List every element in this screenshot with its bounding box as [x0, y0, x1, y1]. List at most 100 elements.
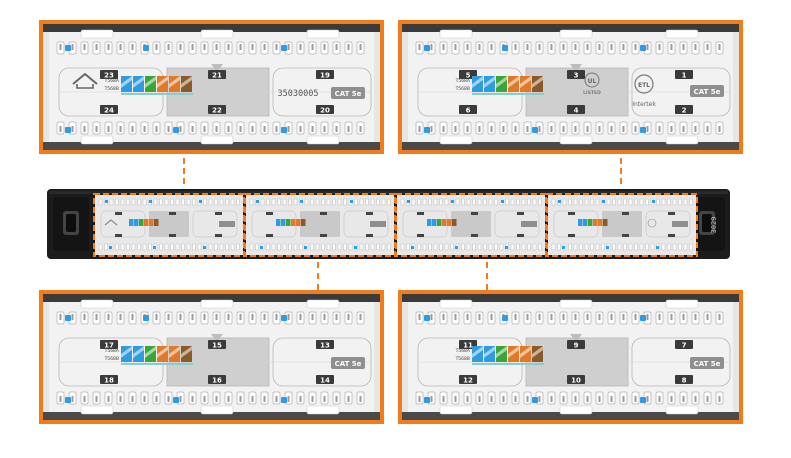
wire-color-block: [603, 219, 608, 226]
idc-contact: [433, 198, 438, 206]
port-number: 3: [574, 72, 579, 80]
idc-contact: [104, 243, 108, 251]
idc-slot: [430, 126, 433, 132]
color-code-marker: [407, 200, 410, 203]
port-number-badge: [471, 234, 478, 237]
idc-slot: [323, 126, 326, 132]
idc-contact: [153, 198, 158, 206]
module-clip-top: [306, 299, 340, 309]
idc-slot: [694, 126, 697, 132]
idc-contact: [477, 243, 482, 251]
color-code-marker: [532, 127, 538, 133]
idc-contact: [623, 198, 627, 206]
idc-contact: [315, 198, 320, 206]
color-code-marker: [640, 127, 646, 133]
port-number: 6: [466, 107, 471, 115]
idc-contact: [370, 198, 375, 206]
idc-slot: [95, 126, 98, 132]
idc-contact-row: [56, 121, 365, 135]
port-number: 16: [212, 377, 222, 385]
color-code-marker: [502, 315, 508, 321]
color-code-marker: [640, 45, 646, 51]
port-number-badge: [366, 234, 373, 237]
idc-contact: [455, 198, 460, 206]
idc-slot: [478, 314, 481, 320]
color-code-marker: [281, 397, 287, 403]
port-number-badge: [668, 234, 675, 237]
idc-slot: [203, 314, 206, 320]
idc-slot: [418, 44, 421, 50]
idc-slot: [311, 314, 314, 320]
port-number-badge: [316, 70, 334, 79]
module-bottom-shadow: [402, 142, 739, 150]
t568b-label: T568B: [104, 86, 119, 92]
idc-contact: [326, 198, 331, 206]
color-code-marker: [105, 200, 108, 203]
idc-contact: [359, 198, 364, 206]
idc-contact: [645, 198, 649, 206]
idc-slot: [466, 126, 469, 132]
idc-slot: [490, 126, 493, 132]
wire-color-block: [593, 219, 598, 226]
idc-slot: [275, 44, 278, 50]
idc-contact: [192, 198, 196, 206]
wire-legend-line: [472, 363, 544, 365]
port-number-badge: [208, 105, 226, 114]
port-number-badge: [100, 105, 118, 114]
idc-contact: [230, 198, 235, 206]
idc-slot: [646, 396, 649, 402]
idc-contact: [494, 243, 498, 251]
center-label-window: [451, 211, 491, 237]
idc-contact: [411, 198, 416, 206]
idc-slot: [538, 396, 541, 402]
idc-contact: [483, 198, 487, 206]
idc-slot: [562, 126, 565, 132]
idc-contact: [433, 243, 438, 251]
idc-slot: [526, 44, 529, 50]
wire-stripe: [496, 76, 507, 88]
category-badge: [690, 357, 724, 369]
wire-color-block: [134, 219, 139, 226]
category-badge: [219, 221, 235, 227]
idc-slot: [299, 396, 302, 402]
idc-slot: [227, 126, 230, 132]
idc-contact: [683, 243, 688, 251]
port-number: 9: [574, 342, 579, 350]
idc-slot: [191, 44, 194, 50]
model-code: 35030005: [278, 89, 319, 99]
idc-slot: [323, 396, 326, 402]
color-code-marker: [143, 45, 149, 51]
module-clip-bottom: [306, 135, 340, 145]
idc-slot: [143, 396, 146, 402]
port-number: 7: [682, 342, 687, 350]
idc-contact: [521, 243, 526, 251]
idc-contact: [277, 198, 281, 206]
wire-stripe: [508, 76, 519, 88]
idc-contact-row: [415, 121, 724, 135]
idc-slot: [83, 396, 86, 402]
idc-slot: [598, 314, 601, 320]
idc-contact-row: [56, 311, 365, 325]
idc-contact: [109, 198, 114, 206]
port-number-badge: [100, 70, 118, 79]
idc-contact-row: [415, 311, 724, 325]
idc-slot: [550, 396, 553, 402]
idc-slot: [454, 314, 457, 320]
port-number-badge: [316, 375, 334, 384]
center-notch: [570, 64, 582, 72]
house-outline-icon: [72, 72, 98, 89]
idc-contact: [310, 243, 314, 251]
idc-slot: [622, 314, 625, 320]
idc-contact: [293, 243, 298, 251]
idc-slot: [526, 126, 529, 132]
color-code-marker: [173, 397, 179, 403]
idc-slot: [83, 314, 86, 320]
color-code-marker: [281, 45, 287, 51]
color-code-marker: [505, 246, 508, 249]
idc-contact: [532, 243, 537, 251]
center-notch: [211, 64, 223, 72]
idc-contact: [595, 198, 600, 206]
module-clip-top: [439, 29, 473, 39]
